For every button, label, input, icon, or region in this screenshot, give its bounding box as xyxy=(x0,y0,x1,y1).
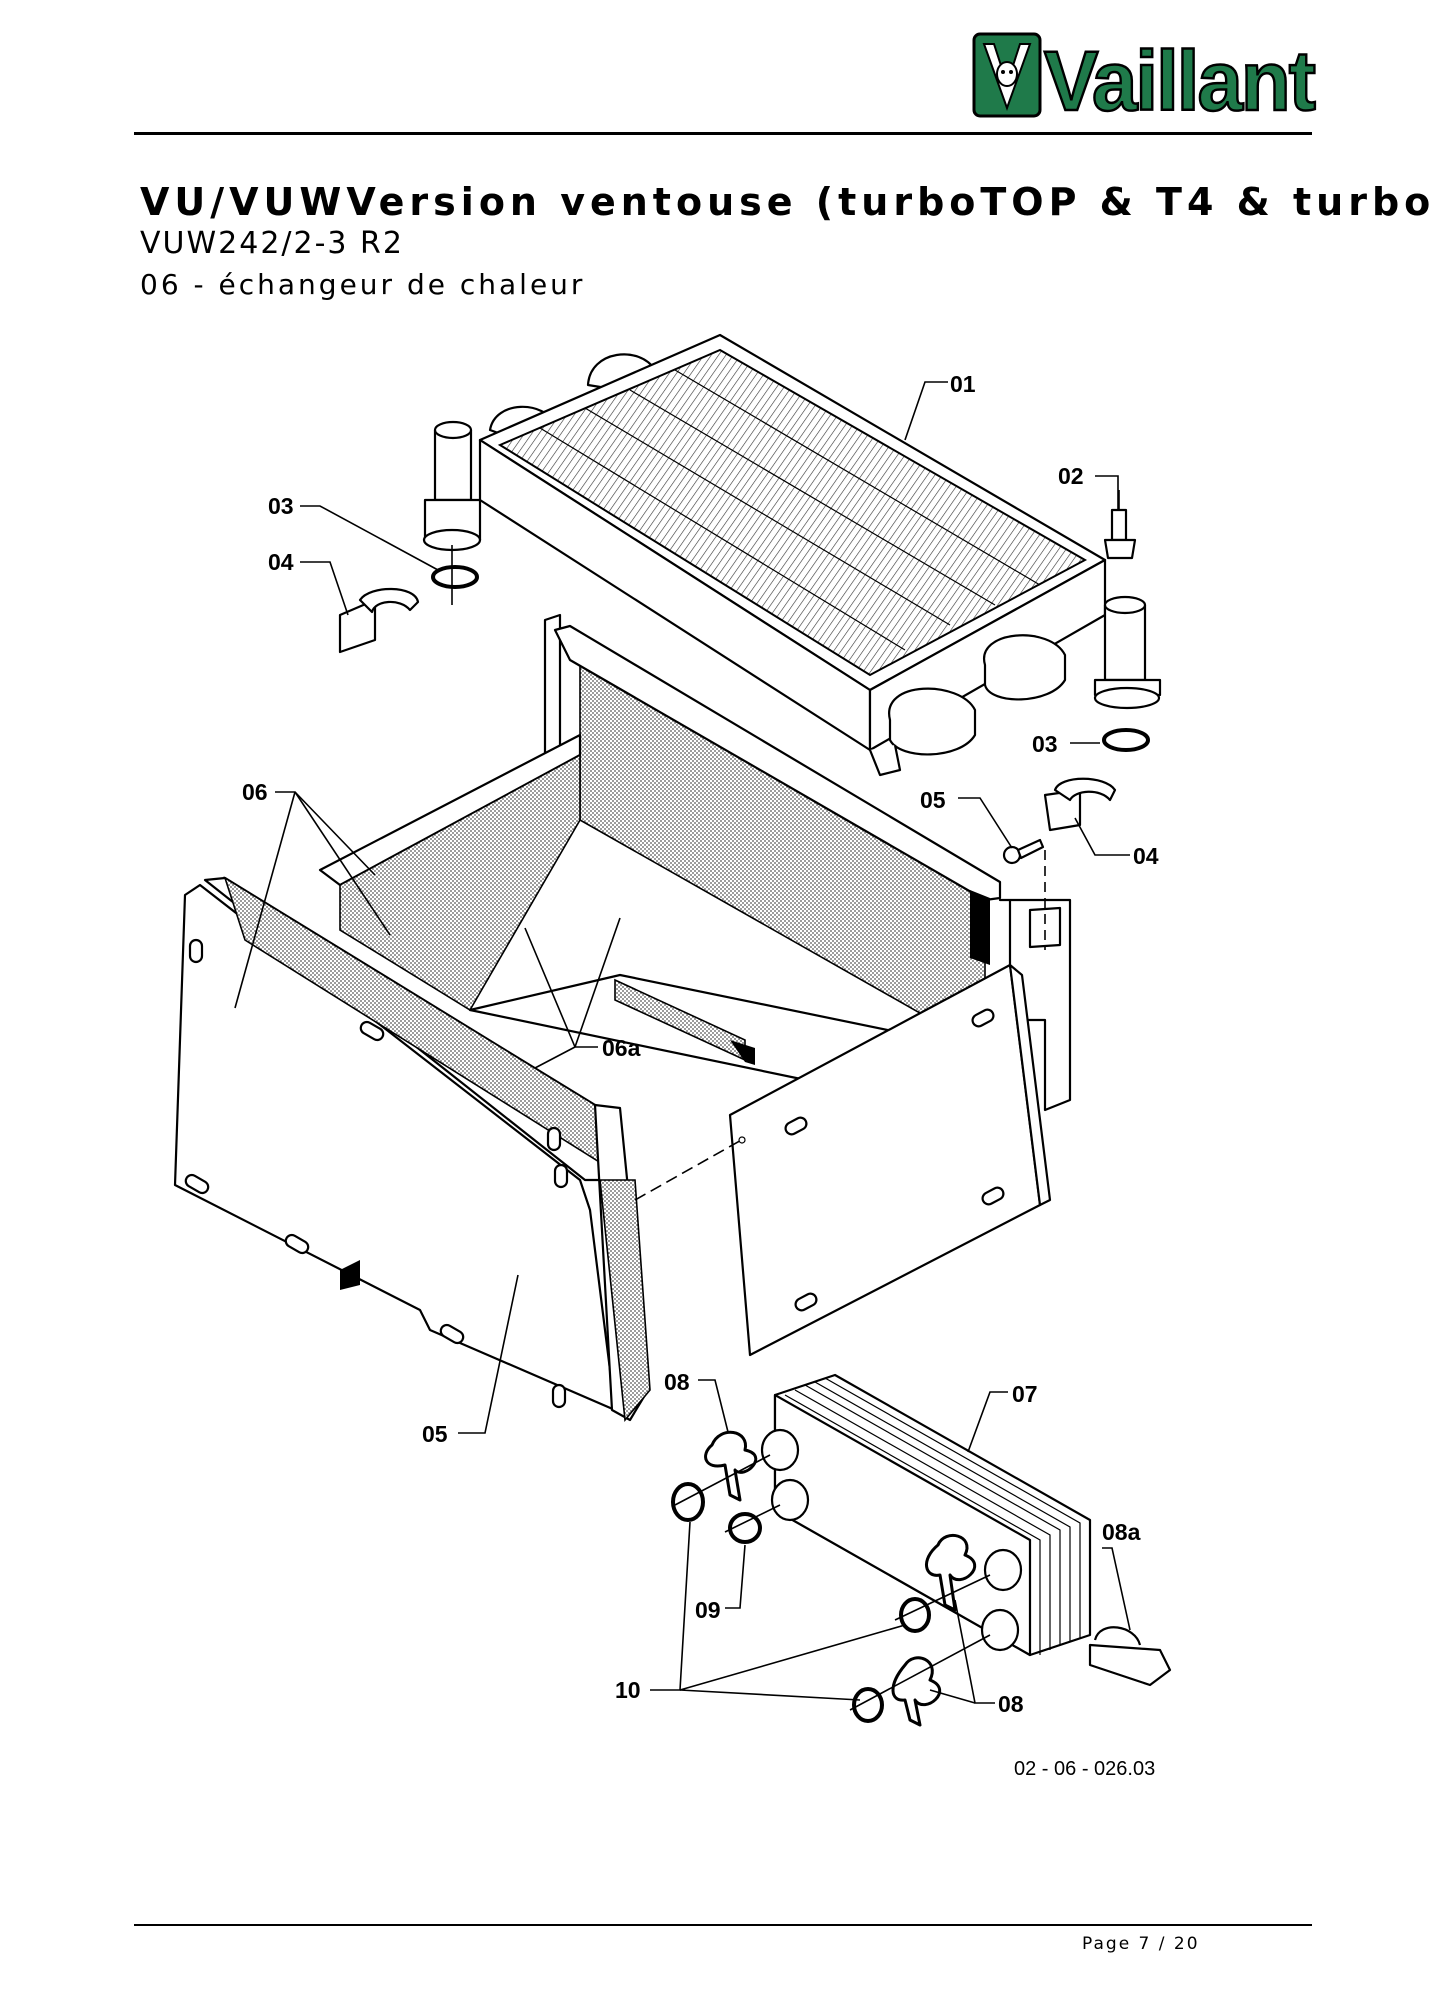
callout-07: 07 xyxy=(1012,1381,1038,1407)
heat-exchanger-01 xyxy=(422,333,1162,777)
callout-10: 10 xyxy=(615,1677,641,1703)
clip-08-middle xyxy=(925,1534,977,1612)
document-title: VU/VUWVersion ventouse (turboTOP & T4 & … xyxy=(140,180,1435,224)
callout-01: 01 xyxy=(950,371,976,397)
plate-heat-exchanger-07 xyxy=(760,1373,1092,1657)
footer-rule xyxy=(134,1924,1312,1926)
callout-08a: 08a xyxy=(1102,1519,1141,1545)
o-ring-03-right xyxy=(1102,728,1150,752)
model-number: VUW242/2-3 R2 xyxy=(140,226,404,261)
clip-08a xyxy=(1088,1626,1172,1687)
seal-09 xyxy=(728,1512,762,1544)
page-number: Page 7 / 20 xyxy=(1082,1934,1200,1954)
callout-03-right: 03 xyxy=(1032,731,1058,757)
callout-03-left: 03 xyxy=(268,493,294,519)
drawing-reference: 02 - 06 - 026.03 xyxy=(1014,1758,1156,1780)
sensor-02 xyxy=(1103,490,1137,560)
callout-09: 09 xyxy=(695,1597,721,1623)
callout-05-right: 05 xyxy=(920,787,946,813)
side-panel-right xyxy=(728,963,1052,1357)
clip-04-left xyxy=(338,587,420,654)
side-panel-left xyxy=(173,876,651,1422)
o-ring-03-left xyxy=(431,565,479,589)
callout-08-upper: 08 xyxy=(664,1369,690,1395)
clip-08-lower xyxy=(891,1656,942,1727)
callout-04-left: 04 xyxy=(268,549,294,575)
callout-06: 06 xyxy=(242,779,268,805)
header-rule xyxy=(134,132,1312,135)
clip-08-upper xyxy=(704,1430,758,1502)
callout-06a: 06a xyxy=(602,1035,641,1061)
callout-05-left: 05 xyxy=(422,1421,448,1447)
callout-02: 02 xyxy=(1058,463,1084,489)
brand-wordmark: Vaillant xyxy=(1044,34,1315,128)
vaillant-logo: Vaillant xyxy=(972,32,1318,129)
seal-10-middle xyxy=(899,1597,931,1633)
callout-04-right: 04 xyxy=(1133,843,1159,869)
screw-05-right xyxy=(1002,838,1045,865)
callout-08-lower: 08 xyxy=(998,1691,1024,1717)
seal-10-lower xyxy=(852,1687,884,1723)
section-title: 06 - échangeur de chaleur xyxy=(140,268,586,301)
clip-04-right xyxy=(1043,777,1117,832)
seal-10-upper xyxy=(671,1482,705,1522)
